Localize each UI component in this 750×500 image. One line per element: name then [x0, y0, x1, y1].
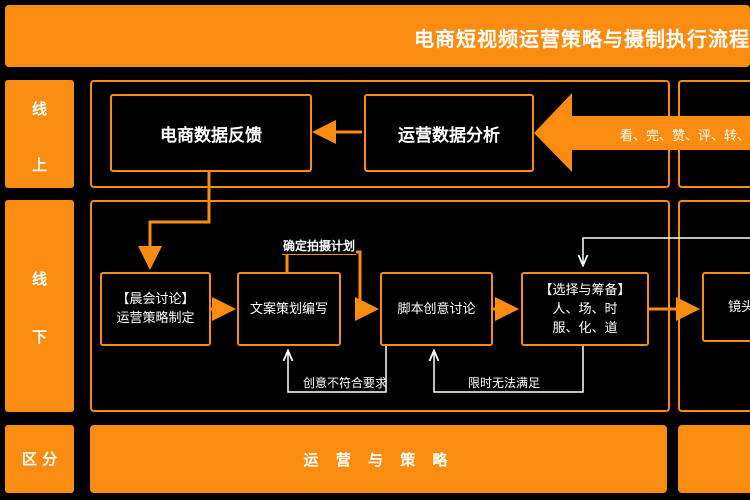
offline-label: 线 下	[5, 200, 74, 412]
script-discussion-label: 脚本创意讨论	[397, 301, 476, 317]
script-discussion-box: 脚本创意讨论	[380, 272, 493, 346]
reject-creative-label: 创意不符合要求	[303, 376, 388, 390]
title-banner: 电商短视频运营策略与摄制执行流程	[5, 5, 750, 67]
online-label: 线 上	[5, 80, 74, 188]
plan-label: 确定拍摄计划	[282, 237, 357, 255]
metrics-arrow	[534, 93, 750, 172]
online-label-char-2: 上	[31, 156, 47, 174]
reject-time-label: 限时无法满足	[468, 376, 541, 390]
morning-meeting-subtitle: 运营策略制定	[116, 311, 195, 326]
ecommerce-feedback-box: 电商数据反馈	[110, 94, 312, 172]
morning-meeting-box: 【晨会讨论】 运营策略制定	[100, 272, 211, 346]
morning-meeting-title: 【晨会讨论】	[116, 292, 195, 307]
offline-label-char-2: 下	[31, 328, 47, 346]
metrics-text: 看、完、赞、评、转、	[620, 129, 750, 144]
offline-frame	[90, 200, 670, 412]
copywriting-label: 文案策划编写	[249, 301, 328, 317]
online-label-char-1: 线	[31, 100, 47, 118]
offline-label-char-1: 线	[31, 270, 47, 288]
section-label-text: 区 分	[21, 450, 58, 468]
operation-analysis-box: 运营数据分析	[364, 94, 534, 172]
section-label: 区 分	[5, 425, 74, 493]
page-title: 电商短视频运营策略与摄制执行流程	[414, 27, 750, 51]
selection-prep-line-2: 服、化、道	[552, 320, 618, 336]
shoot-box: 镜头	[702, 272, 750, 342]
selection-prep-line-1: 人、场、时	[552, 301, 618, 317]
strategy-bar-right	[678, 425, 750, 493]
selection-prep-title: 【选择与筹备】	[539, 282, 631, 298]
strategy-bar: 运 营 与 策 略	[90, 425, 667, 493]
shoot-label: 镜头	[728, 299, 750, 315]
selection-prep-box: 【选择与筹备】 人、场、时 服、化、道	[521, 272, 649, 346]
copywriting-box: 文案策划编写	[237, 272, 341, 346]
